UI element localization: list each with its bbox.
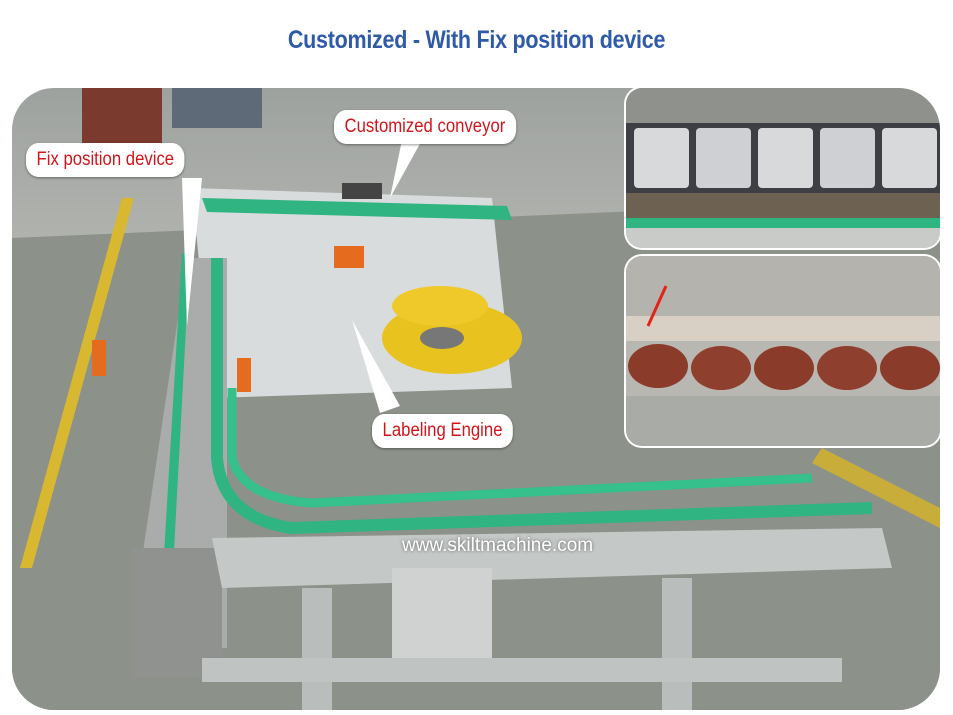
brown-jar-1 (628, 344, 688, 388)
inset-chain (626, 193, 940, 218)
conveyor-clamp (342, 183, 382, 199)
inset-photo-gatsby-jars (626, 88, 940, 248)
inset-photo-brown-jars (626, 256, 940, 446)
frame-plate (392, 568, 492, 668)
jar-4 (820, 128, 875, 188)
inset-bottom-frame (626, 396, 940, 446)
steel-cabinet (132, 548, 222, 678)
frame-leg-1 (302, 588, 332, 710)
brown-jar-4 (817, 346, 877, 390)
fix-position-clamp-right (237, 358, 251, 392)
inset-bottom-background (626, 256, 940, 316)
callout-customized-conveyor: Customized conveyor (334, 110, 516, 144)
jar-5 (882, 128, 937, 188)
fix-position-clamp-left (92, 340, 106, 376)
page-title: Customized - With Fix position device (287, 26, 666, 54)
label-strip (626, 316, 940, 341)
guide-rail-curve (211, 258, 873, 535)
fix-position-pointer (182, 178, 202, 326)
inset-top-drawing (626, 88, 940, 248)
floor-marking-left (20, 198, 134, 568)
turntable-back (392, 286, 488, 326)
jar-3 (758, 128, 813, 188)
machine-photo: Customized conveyor Fix position device … (12, 88, 940, 710)
brown-jar-5 (880, 346, 940, 390)
brown-jar-2 (691, 346, 751, 390)
labeling-engine-pointer (352, 320, 400, 413)
inset-top-background (626, 88, 940, 123)
jar-1 (634, 128, 689, 188)
guide-rail-left (162, 253, 190, 588)
jar-2 (696, 128, 751, 188)
background-shelf (82, 88, 162, 148)
callout-fix-position-device: Fix position device (26, 143, 185, 177)
watermark-url: www.skiltmachine.com (402, 535, 594, 556)
turntable-hub (420, 327, 464, 349)
frame-beam-top (212, 528, 892, 588)
conveyor-pointer (390, 140, 422, 198)
guide-rail-inner (227, 388, 813, 508)
upper-conveyor-rail (202, 198, 512, 220)
inset-top-guide-rail (626, 218, 940, 228)
background-shelf-2 (172, 88, 262, 128)
inset-top-frame (626, 228, 940, 248)
inset-bottom-drawing (626, 256, 940, 446)
frame-leg-2 (662, 578, 692, 710)
brown-jar-3 (754, 346, 814, 390)
red-arrow-icon (646, 285, 668, 327)
frame-beam-bottom (202, 658, 842, 682)
floor-marking-right (812, 448, 940, 528)
callout-labeling-engine: Labeling Engine (372, 414, 514, 448)
labeling-head (334, 246, 364, 268)
